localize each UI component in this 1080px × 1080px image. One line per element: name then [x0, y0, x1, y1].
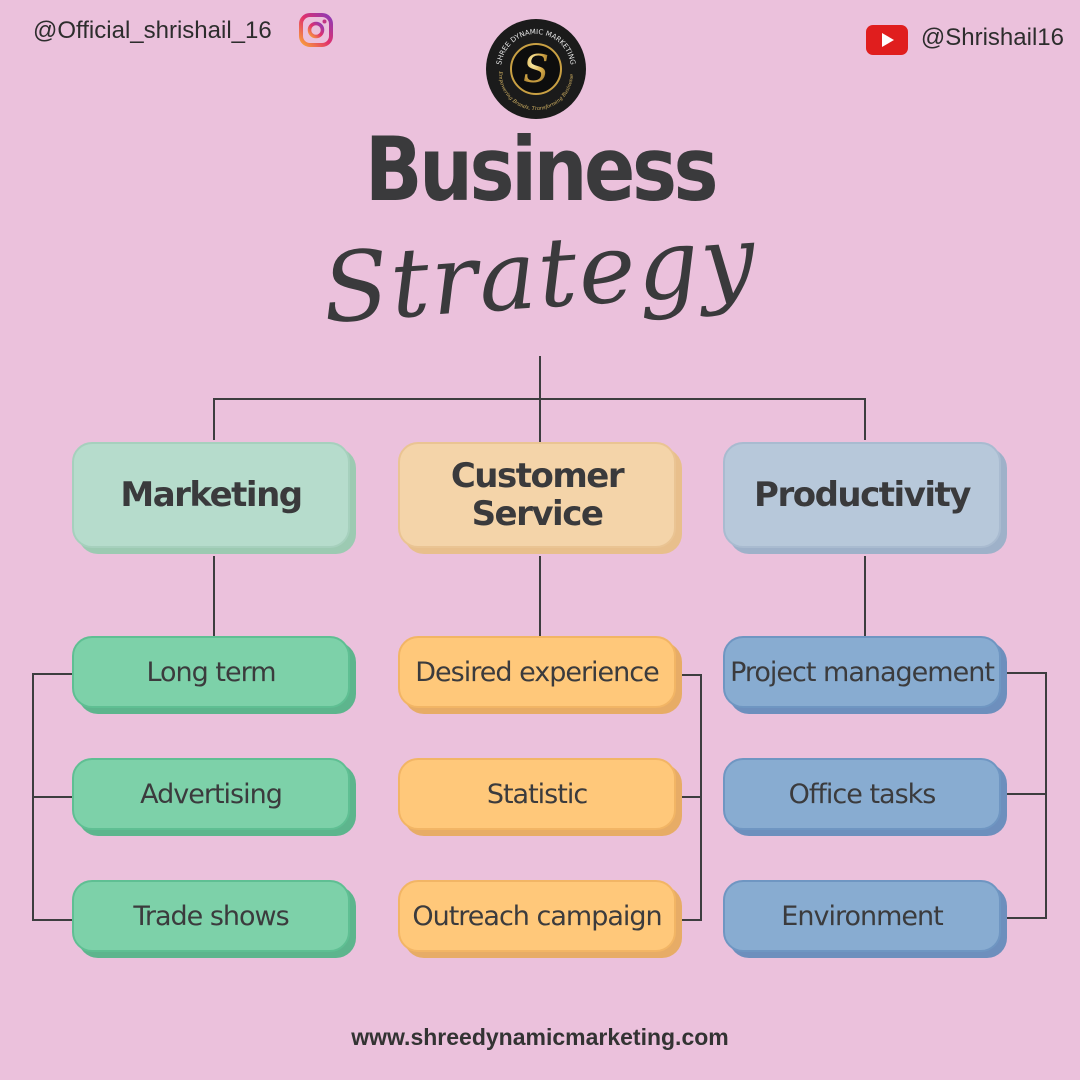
leaf-label: Office tasks [788, 778, 937, 810]
branch-productivity-label: Productivity [754, 475, 971, 515]
leaf-environment: Environment [723, 880, 1001, 952]
branch-customer-service: Customer Service [398, 442, 676, 548]
branch-marketing: Marketing [72, 442, 350, 548]
leaf-label: Desired experience [415, 656, 659, 688]
leaf-outreach-campaign: Outreach campaign [398, 880, 676, 952]
leaf-label: Project management [730, 656, 995, 688]
leaf-label: Environment [781, 900, 943, 932]
leaf-statistic: Statistic [398, 758, 676, 830]
leaf-office-tasks: Office tasks [723, 758, 1001, 830]
branch-customer-service-label: Customer Service [450, 456, 625, 534]
leaf-label: Trade shows [133, 900, 289, 932]
brand-logo: SHREE DYNAMIC MARKETING Empowering Brand… [485, 18, 586, 119]
leaf-advertising: Advertising [72, 758, 350, 830]
leaf-desired-experience: Desired experience [398, 636, 676, 708]
logo-letter: S [523, 47, 549, 91]
branch-marketing-label: Marketing [120, 475, 303, 515]
leaf-long-term: Long term [72, 636, 350, 708]
website-link[interactable]: www.shreedynamicmarketing.com [351, 1024, 729, 1050]
connector-root-bar [213, 398, 866, 440]
leaf-label: Long term [146, 656, 276, 688]
leaf-project-management: Project management [723, 636, 1001, 708]
youtube-icon[interactable] [866, 25, 908, 55]
youtube-handle[interactable]: @Shrishail16 [920, 24, 1064, 51]
leaf-trade-shows: Trade shows [72, 880, 350, 952]
branch-customer-service-line-2: Service [471, 494, 604, 534]
instagram-handle[interactable]: @Official_shrishail_16 [33, 17, 272, 44]
leaf-label: Statistic [486, 778, 588, 810]
branch-productivity: Productivity [723, 442, 1001, 548]
connector-productivity-bracket [1006, 672, 1047, 919]
branch-customer-service-line-1: Customer [450, 456, 625, 496]
leaf-label: Advertising [140, 778, 283, 810]
leaf-label: Outreach campaign [412, 900, 662, 932]
page-title: Business [364, 118, 719, 221]
instagram-icon[interactable] [299, 13, 333, 47]
